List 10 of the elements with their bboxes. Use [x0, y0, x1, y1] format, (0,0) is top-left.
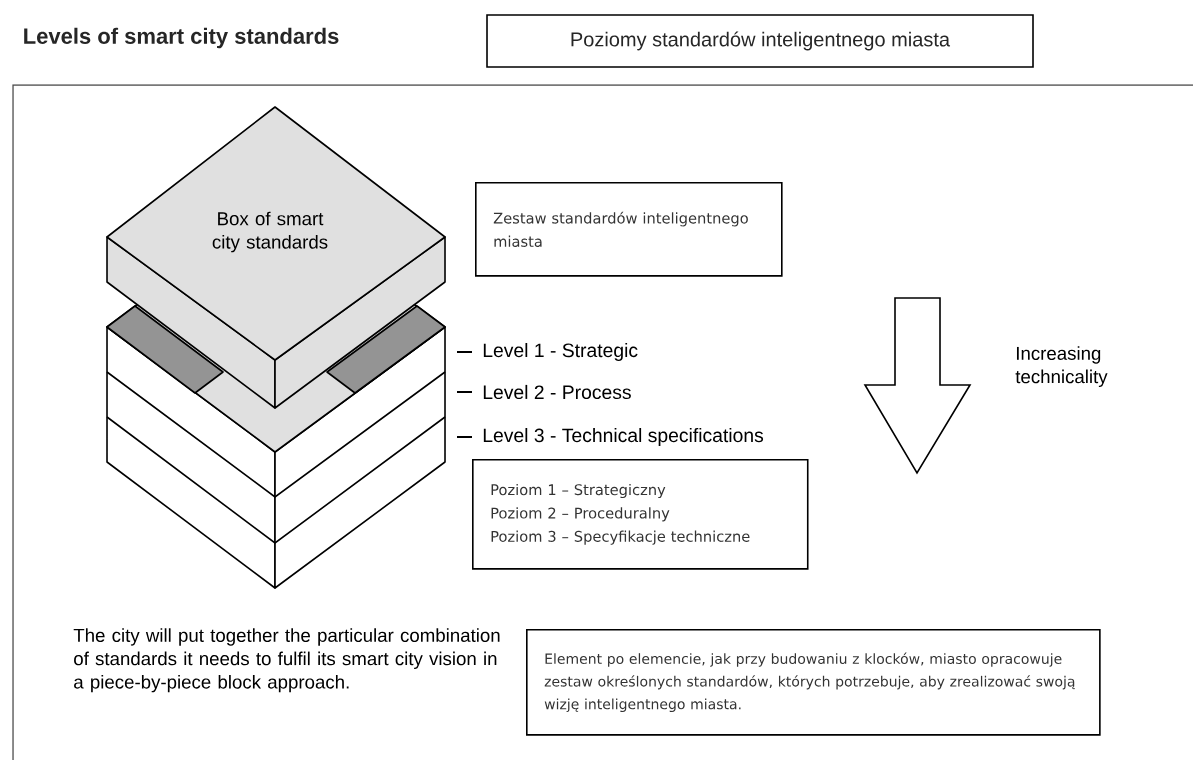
- translation-box: Poziomy standardów inteligentnego miasta: [486, 14, 1034, 68]
- level-label: Level 1 - Strategic: [483, 343, 638, 361]
- translation-box: Element po elemencie, jak przy budowaniu z klocków, miasto opracowuje zestaw określonych standardów, których potrzebuje, aby zrealizować swoją wizję inteligentnego miasta.: [526, 629, 1101, 736]
- box-lid: Box of smart city standards: [106, 106, 446, 409]
- level-label: Level 2 - Process: [483, 384, 631, 400]
- arrow-caption: Increasing technicality: [1015, 346, 1108, 387]
- translation-box: Zestaw standardów inteligentnego miasta: [475, 182, 783, 277]
- title: Levels of smart city standards: [24, 27, 339, 49]
- translation-box: Poziom 1 – Strategiczny Poziom 2 – Proceduralny Poziom 3 – Specyfikacje techniczne: [472, 459, 809, 570]
- description-text: The city will put together the particular combination of standards it needs to fulfil its smart city vision in a piece-by-piece block approach.: [73, 628, 500, 693]
